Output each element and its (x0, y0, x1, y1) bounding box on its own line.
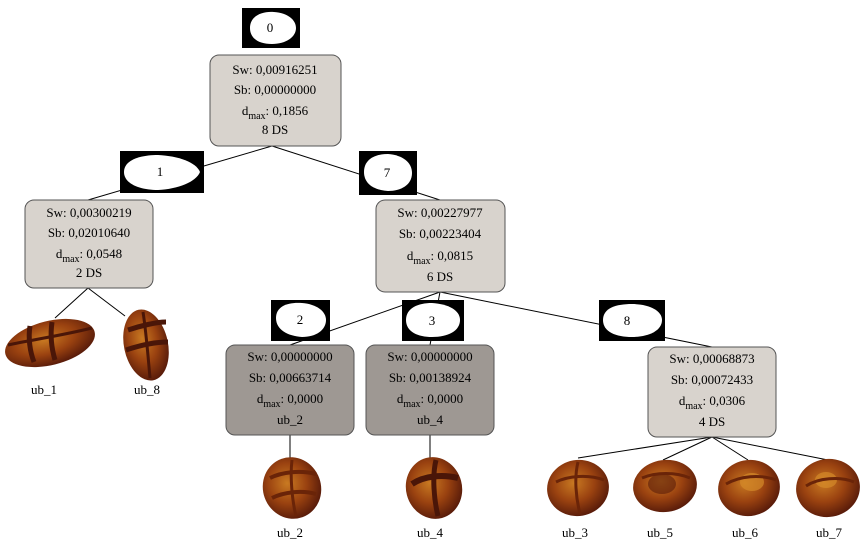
tree-node-3[interactable]: Sw: 0,00000000 Sb: 0,00138924 dmax: 0,00… (365, 344, 495, 436)
badge-label: 7 (384, 165, 391, 180)
badge-8: 8 (599, 300, 665, 341)
badge-label: 3 (429, 313, 436, 328)
node-dmax: dmax: 0,0000 (257, 391, 323, 410)
leaf-seed-ub_8[interactable]: ub_8 (117, 305, 175, 397)
edge-8-ub7 (711, 436, 829, 461)
leaf-seed-ub_3[interactable]: ub_3 (543, 455, 614, 540)
node-sb: Sb: 0,00000000 (234, 82, 316, 97)
node-sb: Sb: 0,00072433 (671, 372, 753, 387)
node-count: 8 DS (262, 122, 288, 137)
badge-0: 0 (242, 8, 300, 48)
leaf-label: ub_6 (732, 525, 759, 540)
edge-8-ub6 (711, 436, 749, 461)
badge-1: 1 (120, 151, 204, 193)
node-dmax: dmax: 0,0815 (407, 248, 473, 267)
node-dmax: dmax: 0,0548 (56, 246, 122, 265)
leaf-seed-ub_7[interactable]: ub_7 (791, 454, 863, 540)
badge-label: 1 (157, 164, 164, 179)
tree-node-1[interactable]: Sw: 0,00300219 Sb: 0,02010640 dmax: 0,05… (24, 199, 154, 289)
edge-8-ub3 (577, 436, 713, 459)
node-sw: Sw: 0,00000000 (247, 349, 332, 364)
leaf-seed-ub_1[interactable]: ub_1 (0, 311, 100, 397)
leaf-label: ub_4 (417, 525, 444, 540)
node-count: ub_4 (417, 412, 444, 427)
node-sw: Sw: 0,00000000 (387, 349, 472, 364)
leaf-label: ub_5 (647, 525, 673, 540)
node-sw: Sw: 0,00227977 (397, 205, 483, 220)
node-count: ub_2 (277, 412, 303, 427)
node-dmax: dmax: 0,1856 (242, 103, 309, 122)
tree-node-0[interactable]: Sw: 0,00916251 Sb: 0,00000000 dmax: 0,18… (209, 54, 342, 147)
node-sb: Sb: 0,00138924 (389, 370, 472, 385)
leaf-seed-ub_2[interactable]: ub_2 (254, 449, 330, 540)
node-dmax: dmax: 0,0000 (397, 391, 463, 410)
node-sw: Sw: 0,00068873 (669, 351, 754, 366)
node-count: 6 DS (427, 269, 453, 284)
leaf-label: ub_1 (31, 382, 57, 397)
leaf-label: ub_7 (816, 525, 843, 540)
node-dmax: dmax: 0,0306 (679, 393, 746, 412)
node-sw: Sw: 0,00300219 (46, 205, 131, 220)
tree-node-7[interactable]: Sw: 0,00227977 Sb: 0,00223404 dmax: 0,08… (375, 199, 506, 293)
edge-7-8 (439, 291, 713, 348)
tree-node-8[interactable]: Sw: 0,00068873 Sb: 0,00072433 dmax: 0,03… (647, 346, 777, 438)
leaf-label: ub_2 (277, 525, 303, 540)
badge-label: 8 (624, 313, 631, 328)
badge-3: 3 (402, 300, 464, 341)
leaf-seed-ub_6[interactable]: ub_6 (713, 454, 785, 540)
leaf-seed-ub_5[interactable]: ub_5 (630, 456, 701, 540)
tree-node-2[interactable]: Sw: 0,00000000 Sb: 0,00663714 dmax: 0,00… (225, 344, 355, 436)
edge-1-ub8 (87, 287, 126, 317)
badge-label: 0 (267, 20, 274, 35)
badge-7: 7 (359, 151, 417, 195)
node-count: 4 DS (699, 414, 725, 429)
node-sw: Sw: 0,00916251 (232, 62, 317, 77)
node-sb: Sb: 0,00223404 (399, 226, 482, 241)
node-count: 2 DS (76, 265, 102, 280)
edge-1-ub1 (54, 287, 89, 319)
leaf-label: ub_3 (562, 525, 588, 540)
edge-8-ub5 (662, 436, 713, 461)
node-sb: Sb: 0,00663714 (249, 370, 332, 385)
badge-label: 2 (297, 312, 304, 327)
node-sb: Sb: 0,02010640 (48, 225, 130, 240)
badge-2: 2 (271, 300, 330, 341)
leaf-label: ub_8 (134, 382, 160, 397)
leaf-seed-ub_4[interactable]: ub_4 (399, 451, 469, 540)
